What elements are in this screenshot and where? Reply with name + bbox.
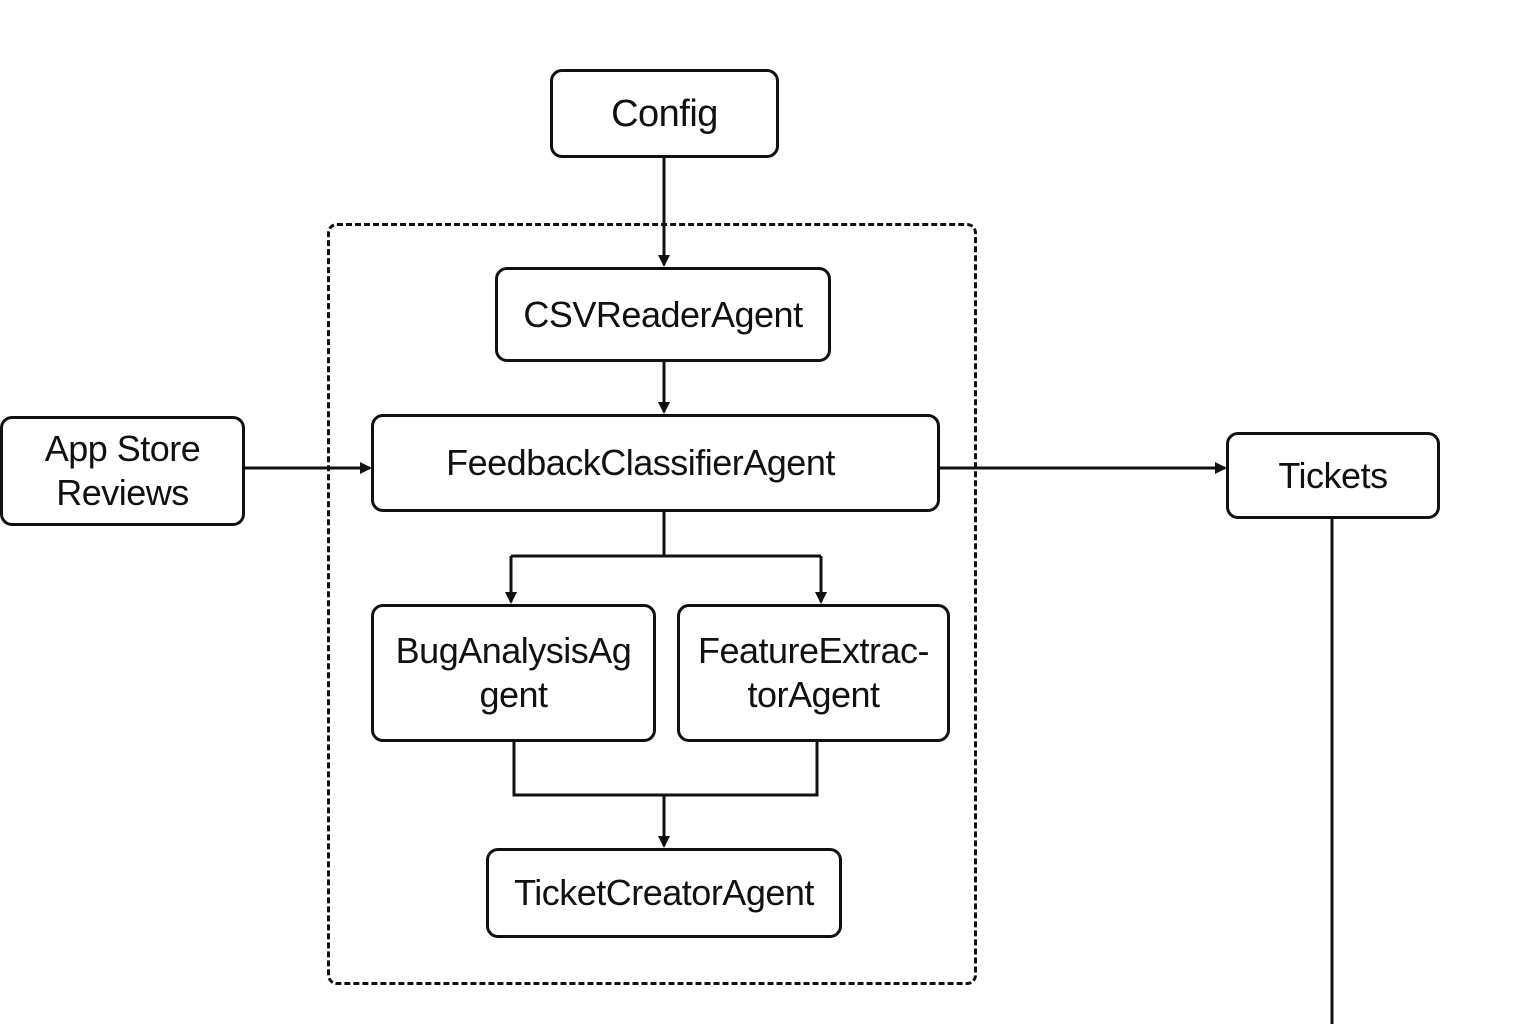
feature-extractor-agent-label-line-2: torAgent [747, 674, 880, 715]
agent-group-container [327, 223, 977, 985]
tickets-label: Tickets [1278, 454, 1388, 496]
ticket-creator-agent-label: TicketCreatorAgent [514, 872, 814, 913]
feature-extractor-agent-node: FeatureExtrac- torAgent [677, 604, 950, 742]
bug-analysis-agent-node: BugAnalysisAg gent [371, 604, 656, 742]
feature-extractor-agent-label-line-1: FeatureExtrac- [697, 630, 930, 671]
app-store-reviews-node: App Store Reviews [0, 416, 245, 526]
bug-analysis-agent-label-line-1: BugAnalysisAg [395, 630, 632, 671]
config-label: Config [611, 92, 718, 135]
app-store-reviews-label-line-2: Reviews [56, 472, 189, 513]
bug-analysis-agent-label-line-2: gent [479, 674, 548, 715]
feedback-classifier-agent-node: FeedbackClassifierAgent [371, 414, 940, 512]
feedback-classifier-agent-label: FeedbackClassifierAgent [446, 442, 835, 483]
ticket-creator-agent-node: TicketCreatorAgent [486, 848, 842, 938]
app-store-reviews-label-line-1: App Store [44, 428, 201, 469]
config-node: Config [550, 69, 779, 158]
csv-reader-agent-label: CSVReaderAgent [523, 293, 803, 335]
csv-reader-agent-node: CSVReaderAgent [495, 267, 831, 362]
tickets-node: Tickets [1226, 432, 1440, 519]
